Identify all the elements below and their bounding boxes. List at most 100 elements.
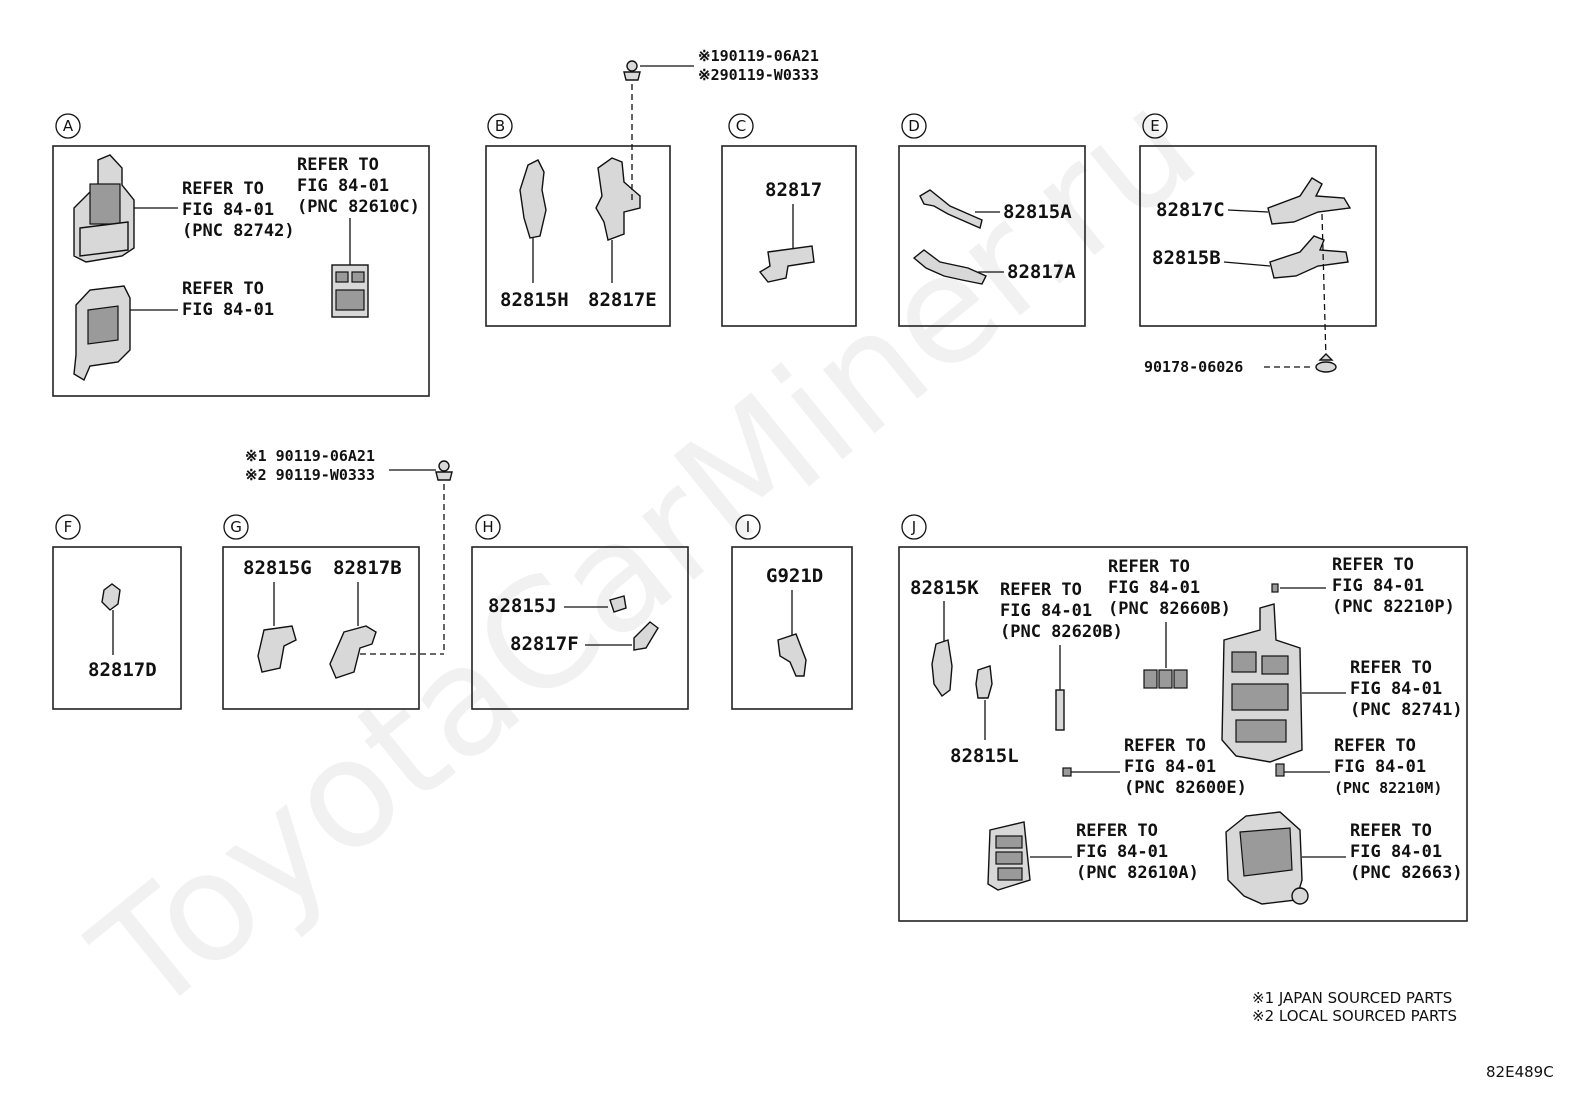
bolt-mid[interactable] bbox=[435, 460, 453, 481]
part-82815l-label: 82815L bbox=[950, 745, 1019, 767]
bolt-top-label: ※190119-06A21 ※290119-W0333 bbox=[698, 47, 828, 84]
bracket-part-82815b[interactable] bbox=[1269, 235, 1349, 279]
clip-part-82815j[interactable] bbox=[609, 595, 627, 613]
ref-a2-line1: REFER TO bbox=[297, 155, 379, 175]
section-c: C 82817 bbox=[721, 113, 857, 327]
clip-label: 90178-06026 bbox=[1144, 358, 1243, 376]
bracket-part-82815l[interactable] bbox=[975, 665, 993, 699]
part-82817-label: 82817 bbox=[765, 179, 822, 201]
section-e-box bbox=[1139, 145, 1377, 327]
bracket-part-82817[interactable] bbox=[758, 245, 815, 283]
ref-a1: REFER TO FIG 84-01 (PNC 82742) bbox=[182, 179, 295, 241]
ref-82600e-line1: REFER TO bbox=[1124, 736, 1206, 756]
bracket-part-g921d[interactable] bbox=[777, 633, 807, 677]
part-82817a-label: 82817A bbox=[1007, 261, 1076, 283]
fuse-box-part-82663[interactable] bbox=[1225, 811, 1309, 905]
section-h-letter: H bbox=[482, 518, 493, 536]
part-82817b-label: 82817B bbox=[333, 557, 402, 579]
ref-82210m-line1: REFER TO bbox=[1334, 736, 1416, 756]
ref-82600e-line3: (PNC 82600E) bbox=[1124, 778, 1247, 798]
fuse-part-82210m[interactable] bbox=[1275, 763, 1285, 777]
section-d-circle bbox=[901, 113, 927, 139]
bracket-part-82817e[interactable] bbox=[595, 157, 641, 241]
section-a-letter: A bbox=[63, 117, 74, 135]
bracket-part-82817b[interactable] bbox=[329, 625, 377, 679]
ref-82610a-line3: (PNC 82610A) bbox=[1076, 863, 1199, 883]
ref-82610a-line1: REFER TO bbox=[1076, 821, 1158, 841]
bolt-top-line1: ※190119-06A21 bbox=[698, 47, 819, 65]
section-i: I G921D bbox=[731, 514, 853, 710]
ref-82210p: REFER TO FIG 84-01 (PNC 82210P) bbox=[1332, 555, 1455, 617]
bracket-part-82815h[interactable] bbox=[519, 159, 547, 239]
ref-82620b: REFER TO FIG 84-01 (PNC 82620B) bbox=[1000, 580, 1123, 642]
bracket-part-82817a[interactable] bbox=[912, 249, 987, 285]
ref-82210m-line3: (PNC 82210M) bbox=[1334, 779, 1442, 797]
fuse-part-82210p[interactable] bbox=[1271, 583, 1279, 593]
clip-dash bbox=[1321, 213, 1327, 361]
ref-82663-line3: (PNC 82663) bbox=[1350, 863, 1463, 883]
bracket-part-82815g[interactable] bbox=[257, 625, 297, 673]
ref-a2: REFER TO FIG 84-01 (PNC 82610C) bbox=[297, 155, 420, 217]
sourcing-notes: ※1 JAPAN SOURCED PARTS ※2 LOCAL SOURCED … bbox=[1252, 989, 1457, 1025]
section-f: F 82817D bbox=[52, 514, 182, 710]
ref-a3-line2: FIG 84-01 bbox=[182, 300, 274, 320]
section-b-circle bbox=[487, 113, 513, 139]
section-g-letter: G bbox=[230, 518, 242, 536]
note-local: ※2 LOCAL SOURCED PARTS bbox=[1252, 1007, 1457, 1025]
section-c-circle bbox=[728, 113, 754, 139]
part-82815k-label: 82815K bbox=[910, 577, 979, 599]
ref-a3-line1: REFER TO bbox=[182, 279, 264, 299]
part-82815g-label: 82815G bbox=[243, 557, 312, 579]
bolt-mid-line1: ※1 90119-06A21 bbox=[245, 447, 375, 465]
ref-82210p-line2: FIG 84-01 bbox=[1332, 576, 1424, 596]
ref-82210m-line2: FIG 84-01 bbox=[1334, 757, 1426, 777]
part-82815h-label: 82815H bbox=[500, 289, 569, 311]
section-a-circle bbox=[55, 113, 81, 139]
relay-block-part-82742[interactable] bbox=[73, 154, 135, 263]
note-japan: ※1 JAPAN SOURCED PARTS bbox=[1252, 989, 1452, 1007]
section-d-box bbox=[898, 145, 1086, 327]
section-b: B 82815H 82817E bbox=[485, 113, 671, 327]
ref-a1-line3: (PNC 82742) bbox=[182, 221, 295, 241]
junction-block-part-82741[interactable] bbox=[1221, 603, 1303, 763]
section-g: G 82815G 82817B bbox=[222, 514, 420, 710]
section-i-box bbox=[731, 546, 853, 710]
section-e-circle bbox=[1142, 113, 1168, 139]
bracket-part-82815a[interactable] bbox=[919, 189, 983, 229]
clip-part-90178[interactable] bbox=[1315, 353, 1337, 373]
pin-part-82620b[interactable] bbox=[1055, 689, 1065, 731]
clip-part-82817f[interactable] bbox=[633, 621, 659, 651]
ref-82660b-line2: FIG 84-01 bbox=[1108, 578, 1200, 598]
part-g921d-label: G921D bbox=[766, 565, 823, 587]
fuse-part-82600e[interactable] bbox=[1062, 767, 1072, 777]
section-e-letter: E bbox=[1150, 117, 1159, 135]
ref-82620b-line3: (PNC 82620B) bbox=[1000, 622, 1123, 642]
connector-part-82610a[interactable] bbox=[987, 821, 1031, 891]
part-82815b-label: 82815B bbox=[1152, 247, 1221, 269]
ref-82663-line2: FIG 84-01 bbox=[1350, 842, 1442, 862]
bolt-mid-label: ※1 90119-06A21 ※2 90119-W0333 bbox=[245, 447, 384, 484]
section-i-circle bbox=[735, 514, 761, 540]
section-h-box bbox=[471, 546, 689, 710]
leader-82815b bbox=[1223, 261, 1271, 267]
ref-82210p-line1: REFER TO bbox=[1332, 555, 1414, 575]
relay-part-82660b[interactable] bbox=[1143, 669, 1188, 689]
bolt-top[interactable] bbox=[623, 60, 641, 81]
section-g-circle bbox=[223, 514, 249, 540]
fuse-block-part[interactable] bbox=[73, 285, 131, 382]
bracket-part-82817c[interactable] bbox=[1267, 177, 1352, 225]
bracket-part-82815k[interactable] bbox=[931, 639, 953, 698]
connector-part-82610c[interactable] bbox=[331, 264, 369, 318]
ref-82620b-line2: FIG 84-01 bbox=[1000, 601, 1092, 621]
bracket-part-82817d[interactable] bbox=[101, 583, 121, 611]
section-a: A REFER TO FIG 84-01 (PNC 82742) REFER T… bbox=[52, 113, 430, 397]
section-j-circle bbox=[901, 514, 927, 540]
part-82817d-label: 82817D bbox=[88, 659, 157, 681]
ref-a1-line1: REFER TO bbox=[182, 179, 264, 199]
ref-82210m: REFER TO FIG 84-01 bbox=[1334, 736, 1426, 777]
section-a-box bbox=[52, 145, 430, 397]
diagram-id: 82E489C bbox=[1486, 1063, 1554, 1081]
ref-82741-line1: REFER TO bbox=[1350, 658, 1432, 678]
ref-82600e: REFER TO FIG 84-01 (PNC 82600E) bbox=[1124, 736, 1247, 798]
ref-82600e-line2: FIG 84-01 bbox=[1124, 757, 1216, 777]
